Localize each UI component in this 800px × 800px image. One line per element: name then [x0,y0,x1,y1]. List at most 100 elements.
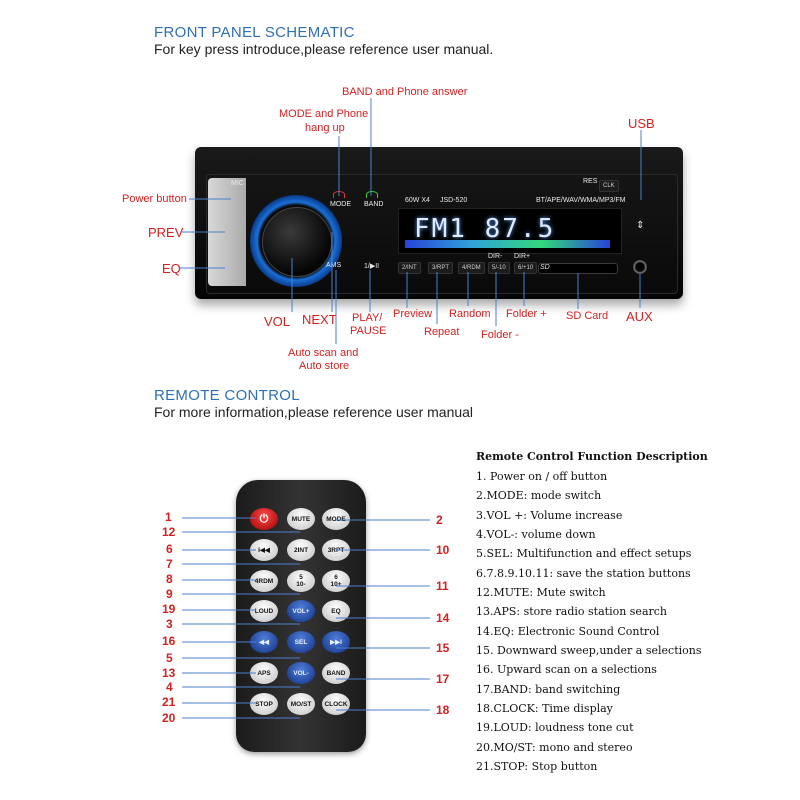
unit-dir-minus-label: DIR- [488,253,503,260]
description-item: 19.LOUD: loudness tone cut [476,721,634,734]
band-indicator-icon [366,191,378,198]
label-folder-plus: Folder + [506,308,547,320]
description-item: 4.VOL-: volume down [476,528,596,541]
remote-num-7: 7 [166,557,173,571]
remote-subtitle: For more information,please reference us… [154,404,474,420]
unit-model: JSD-520 [440,197,468,204]
remote-button-6-bottom: 10+ [330,581,342,588]
description-item: 15. Downward sweep,under a selections [476,644,702,657]
remote-title: REMOTE CONTROL [154,387,300,404]
remote-rewind-button[interactable]: ◀◀ [250,631,278,653]
description-item: 2.MODE: mode switch [476,489,602,502]
label-preview: Preview [393,308,433,320]
label-aux: AUX [626,309,653,324]
remote-num-11: 11 [436,579,449,593]
unit-ams-button[interactable]: AMS [326,262,342,269]
label-autoscan-line2: Auto store [299,360,350,372]
remote-num-17: 17 [436,672,450,686]
unit-mic-label: MIC [231,180,244,187]
label-next: NEXT [302,312,337,327]
description-item: 13.APS: store radio station search [476,605,668,618]
remote-stop-button[interactable]: STOP [250,693,278,715]
remote-num-16: 16 [162,634,176,648]
description-item: 17.BAND: band switching [476,683,621,696]
remote-num-10: 10 [436,543,450,557]
description-item: 6.7.8.9.10.11: save the station buttons [476,567,691,580]
description-item: 21.STOP: Stop button [476,760,598,773]
remote-num-18: 18 [436,703,450,717]
label-vol: VOL [264,314,291,329]
remote-num-13: 13 [162,666,176,680]
lcd-display-text: FM1 87.5 [414,214,556,244]
label-play-line1: PLAY/ [352,312,383,324]
remote-rdm-button[interactable]: 4RDM [250,570,278,592]
description-item: 3.VOL +: Volume increase [476,509,623,522]
remote-sel-button[interactable]: SEL [287,631,315,653]
remote-mute-button[interactable]: MUTE [287,508,315,530]
label-prev: PREV [148,225,184,240]
unit-res-label: RES [583,178,598,185]
remote-loud-button[interactable]: LOUD [250,600,278,622]
label-random: Random [449,308,491,320]
label-mode-line1: MODE and Phone [279,108,369,120]
label-mode-line2: hang up [305,122,345,134]
remote-button-5[interactable]: 5 10- [287,570,315,592]
unit-button-4[interactable]: 4/RDM [458,262,485,274]
remote-num-3: 3 [166,617,173,631]
remote-power-button[interactable]: ⏻ [250,508,278,530]
remote-button-5-bottom: 10- [296,581,306,588]
label-power: Power button [122,193,187,205]
label-repeat: Repeat [424,326,460,338]
description-item: 12.MUTE: Mute switch [476,586,606,599]
unit-band-button[interactable]: BAND [364,201,384,208]
unit-button-6[interactable]: 6/+10 [514,262,538,274]
remote-num-4: 4 [166,680,173,694]
remote-eq-button[interactable]: EQ [322,600,350,622]
remote-num-20: 20 [162,711,176,725]
unit-play-button[interactable]: 1/▶II [364,263,380,270]
label-autoscan-line1: Auto scan and [288,347,359,359]
remote-num-8: 8 [166,572,173,586]
front-panel-subtitle: For key press introduce,please reference… [154,41,494,57]
unit-mode-button[interactable]: MODE [330,201,351,208]
unit-button-3[interactable]: 3/RPT [428,262,454,274]
unit-button-2[interactable]: 2/INT [398,262,421,274]
description-item: 16. Upward scan on a selections [476,663,657,676]
spectrum-bars [405,240,610,248]
unit-dir-plus-label: DIR+ [514,253,531,260]
label-usb: USB [628,116,655,131]
aux-jack [633,260,647,274]
label-sdcard: SD Card [566,310,609,322]
remote-num-1: 1 [165,510,172,524]
remote-int-button[interactable]: 2INT [287,539,315,561]
label-play-line2: PAUSE [350,325,387,337]
unit-power-spec: 60W X4 [405,197,430,204]
remote-vol-down-button[interactable]: VOL- [287,662,315,684]
description-item: 5.SEL: Multifunction and effect setups [476,547,692,560]
remote-mode-button[interactable]: MODE [322,508,350,530]
remote-control-body: ⏻ MUTE MODE I◀◀ 2INT 3RPT 4RDM 5 10- 6 1… [236,480,366,752]
front-panel-title: FRONT PANEL SCHEMATIC [154,24,355,41]
remote-num-6: 6 [166,542,173,556]
label-folder-minus: Folder - [481,329,519,341]
description-item: 14.EQ: Electronic Sound Control [476,625,660,638]
remote-vol-up-button[interactable]: VOL+ [287,600,315,622]
remote-num-2: 2 [436,513,443,527]
label-eq: EQ [162,261,181,276]
remote-num-14: 14 [436,611,450,625]
remote-button-6-top: 6 [334,574,338,581]
remote-num-21: 21 [162,695,176,709]
description-item: 18.CLOCK: Time display [476,702,613,715]
usb-icon: ⇕ [636,220,645,231]
remote-prev-button[interactable]: I◀◀ [250,539,278,561]
unit-button-5[interactable]: 5/-10 [488,262,510,274]
remote-num-15: 15 [436,641,450,655]
unit-clk-button[interactable]: CLK [599,180,619,192]
description-item: 20.MO/ST: mono and stereo [476,741,633,754]
remote-aps-button[interactable]: APS [250,662,278,684]
remote-most-button[interactable]: MO/ST [287,693,315,715]
volume-knob[interactable] [262,207,332,277]
remote-num-12: 12 [162,525,176,539]
